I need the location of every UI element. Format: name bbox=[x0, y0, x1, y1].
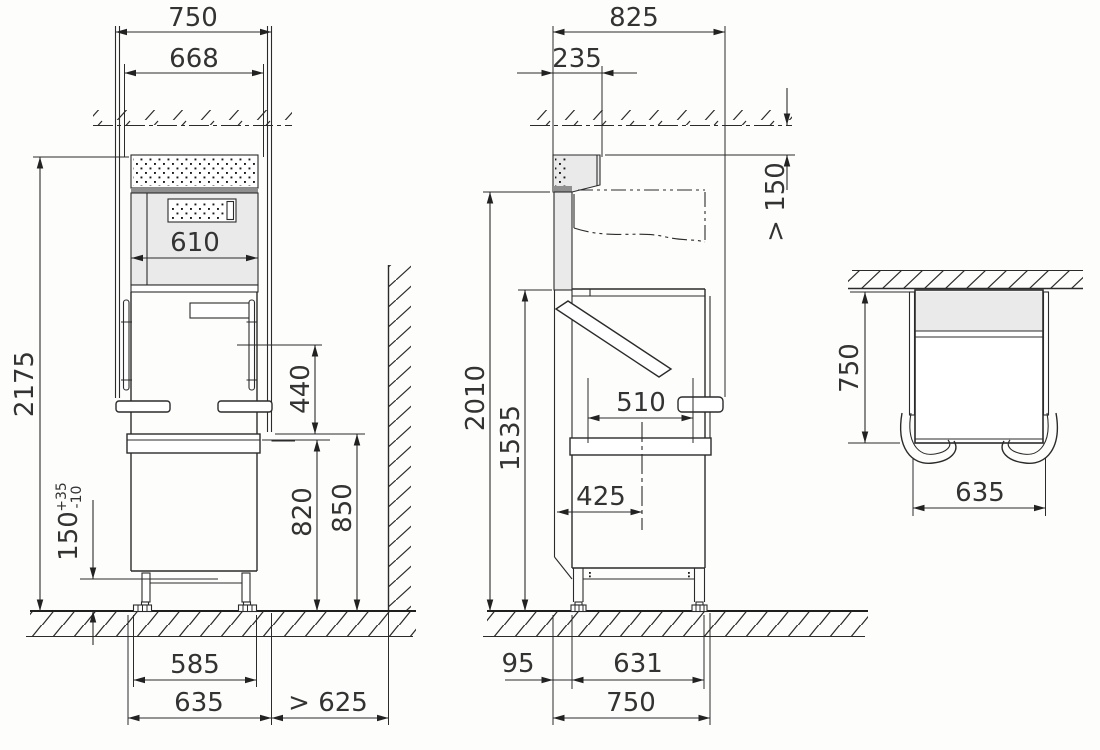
dim-drain-offset: 425 bbox=[557, 482, 642, 516]
dim-total-height: 2175 bbox=[10, 156, 129, 611]
top-duct-band bbox=[916, 291, 1042, 331]
dim-closed-height: 1535 bbox=[496, 289, 552, 611]
dim-chamber-depth: 510 bbox=[587, 378, 694, 443]
dim-top-depth-label: 750 bbox=[835, 343, 865, 393]
dim-drain-offset-label: 425 bbox=[576, 482, 626, 512]
dim-overall-width: 750 bbox=[115, 3, 272, 36]
vent-separator bbox=[131, 188, 258, 193]
dim-closed-height-label: 1535 bbox=[496, 405, 526, 471]
dim-ceiling-clearance-label: > 150 bbox=[761, 162, 791, 242]
adjustable-feet bbox=[132, 601, 258, 613]
dim-side-clearance: > 625 bbox=[271, 611, 389, 725]
dim-machine-height-label: 2010 bbox=[461, 365, 491, 431]
hood-handles bbox=[115, 400, 273, 413]
dim-handle-to-worktop: 440 bbox=[237, 344, 365, 435]
dim-body-width-label: 635 bbox=[174, 688, 224, 718]
dim-body-width: 635 bbox=[127, 613, 272, 725]
front-view: 750 668 610 2175 150 +35 -10 440 bbox=[10, 3, 416, 725]
dim-plinth-clearance-label: 150 bbox=[54, 511, 84, 561]
dim-opening-width: 610 bbox=[131, 228, 258, 262]
dim-side-clearance-label: > 625 bbox=[288, 688, 368, 718]
dim-plinth-tol-minus-label: -10 bbox=[69, 486, 85, 509]
dim-base-depth-label: 631 bbox=[613, 649, 663, 679]
dim-overall-width-label: 750 bbox=[168, 3, 218, 33]
front-wall-section bbox=[387, 265, 411, 611]
side-machine-outline bbox=[552, 26, 726, 613]
side-worktop bbox=[569, 437, 712, 456]
dim-chamber-depth-label: 510 bbox=[616, 388, 666, 418]
dim-body-depth: 750 bbox=[553, 613, 711, 725]
control-panel bbox=[189, 302, 251, 319]
front-ceiling-line bbox=[93, 110, 292, 127]
side-vent-box bbox=[552, 154, 601, 193]
side-base-frame bbox=[572, 568, 706, 602]
perforated-panel bbox=[167, 198, 237, 223]
dim-duct-depth-label: 235 bbox=[552, 44, 602, 74]
dim-front-overhang-label: 95 bbox=[501, 649, 534, 679]
dim-ceiling-clearance: > 150 bbox=[605, 88, 795, 242]
dim-plinth-tol-plus-label: +35 bbox=[54, 482, 70, 512]
dim-top-width-label: 635 bbox=[955, 478, 1005, 508]
exhaust-duct bbox=[553, 191, 573, 291]
side-handle bbox=[677, 396, 724, 413]
phantom-outline bbox=[573, 189, 706, 243]
dim-plinth-clearance: 150 +35 -10 bbox=[54, 482, 218, 645]
dim-top-depth: 750 bbox=[835, 291, 913, 444]
front-floor-line bbox=[26, 610, 416, 638]
dim-feet-span: 585 bbox=[133, 615, 257, 687]
dim-inner-width: 668 bbox=[124, 44, 264, 77]
dim-base-height-label: 820 bbox=[288, 487, 318, 537]
dim-body-depth-label: 750 bbox=[606, 688, 656, 718]
side-floor-line bbox=[483, 610, 868, 638]
dim-overall-depth: 825 bbox=[553, 3, 725, 36]
dim-machine-height: 2010 bbox=[461, 191, 550, 611]
top-view: 750 635 bbox=[835, 269, 1083, 516]
side-view: 825 235 > 150 2010 1535 510 bbox=[461, 3, 868, 725]
side-ceiling-line bbox=[530, 110, 792, 127]
base-frame bbox=[141, 572, 251, 603]
side-vent-separator bbox=[553, 186, 572, 192]
dim-total-height-label: 2175 bbox=[10, 351, 40, 417]
vent-grille bbox=[130, 154, 259, 189]
dim-feet-span-label: 585 bbox=[170, 650, 220, 680]
hoses bbox=[900, 412, 1058, 464]
side-adjustable-feet bbox=[570, 601, 708, 613]
top-machine-outline bbox=[900, 289, 1058, 464]
dim-base-height: 820 bbox=[262, 439, 330, 611]
dim-opening-width-label: 610 bbox=[170, 228, 220, 258]
worktop bbox=[126, 433, 261, 454]
dim-duct-depth: 235 bbox=[517, 44, 637, 77]
dim-inner-width-label: 668 bbox=[169, 44, 219, 74]
dim-top-width: 635 bbox=[912, 458, 1046, 516]
dim-worktop-height: 850 bbox=[328, 434, 361, 611]
top-wall-section bbox=[848, 269, 1083, 290]
dim-worktop-height-label: 850 bbox=[328, 483, 358, 533]
dim-base-depth: 631 bbox=[613, 615, 705, 689]
open-hood-door bbox=[554, 300, 673, 378]
dim-handle-to-worktop-label: 440 bbox=[286, 364, 316, 414]
dim-overall-depth-label: 825 bbox=[609, 3, 659, 33]
front-machine-outline bbox=[114, 26, 295, 613]
heat-recovery-housing bbox=[130, 192, 259, 293]
